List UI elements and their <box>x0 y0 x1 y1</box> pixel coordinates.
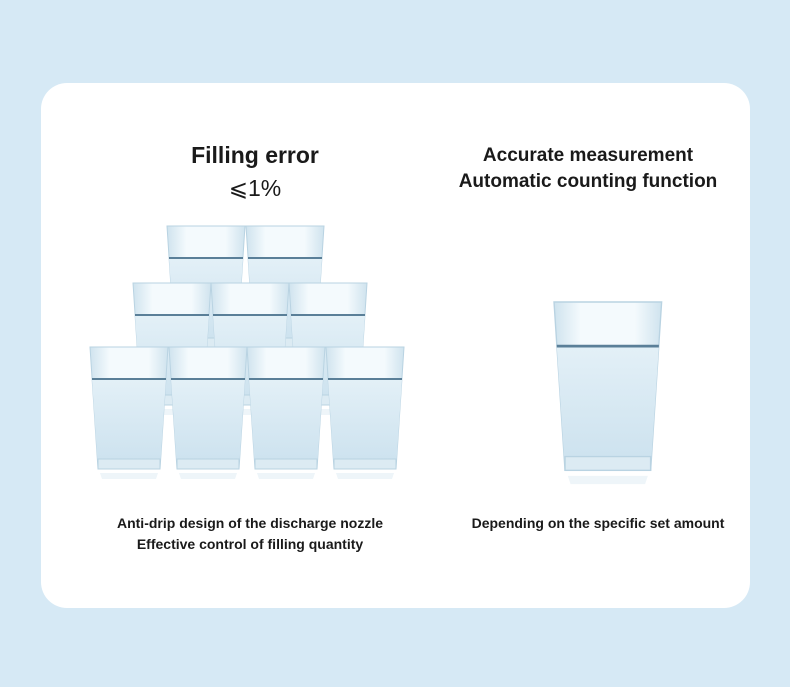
automatic-counting-title: Automatic counting function <box>458 171 718 192</box>
glass-icon <box>246 346 326 480</box>
glass-icon <box>89 346 169 480</box>
accurate-measurement-title: Accurate measurement <box>482 145 694 166</box>
anti-drip-caption: Anti-drip design of the discharge nozzle <box>116 515 383 531</box>
filling-control-caption: Effective control of filling quantity <box>136 536 364 552</box>
single-glass-icon <box>552 300 664 486</box>
glass-icon <box>325 346 405 480</box>
filling-error-value: ⩽1% <box>228 175 282 201</box>
filling-error-title: Filling error <box>191 142 319 168</box>
set-amount-caption: Depending on the specific set amount <box>471 515 725 531</box>
glass-icon <box>168 346 248 480</box>
